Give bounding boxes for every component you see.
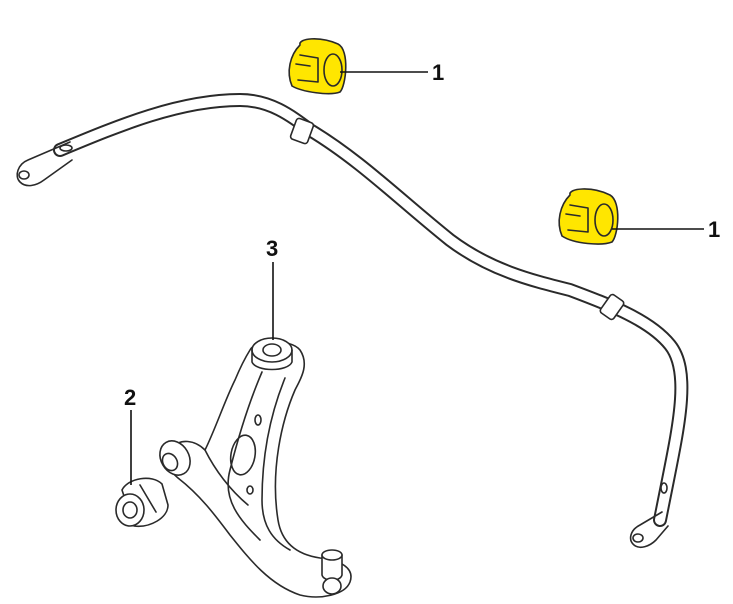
callout-bushing-left: 1 bbox=[432, 60, 444, 85]
bar-collar-right bbox=[599, 293, 625, 321]
ball-joint bbox=[321, 549, 343, 595]
stabilizer-bushing-left bbox=[288, 38, 347, 95]
stabilizer-bar-left-end bbox=[16, 141, 73, 187]
rear-bushing-part bbox=[115, 477, 169, 528]
callout-front-bushing: 3 bbox=[266, 236, 278, 261]
bar-collar-left bbox=[289, 117, 315, 145]
stabilizer-bushing-right bbox=[558, 188, 619, 245]
control-arm-rear-mount bbox=[159, 440, 191, 476]
stabilizer-bar-right-end bbox=[629, 482, 669, 548]
callout-rear-bushing: 2 bbox=[124, 385, 136, 410]
callout-bushing-right: 1 bbox=[708, 217, 720, 242]
control-arm-front-bushing bbox=[251, 337, 293, 371]
lower-control-arm bbox=[167, 340, 352, 598]
stabilizer-bar bbox=[53, 93, 689, 527]
